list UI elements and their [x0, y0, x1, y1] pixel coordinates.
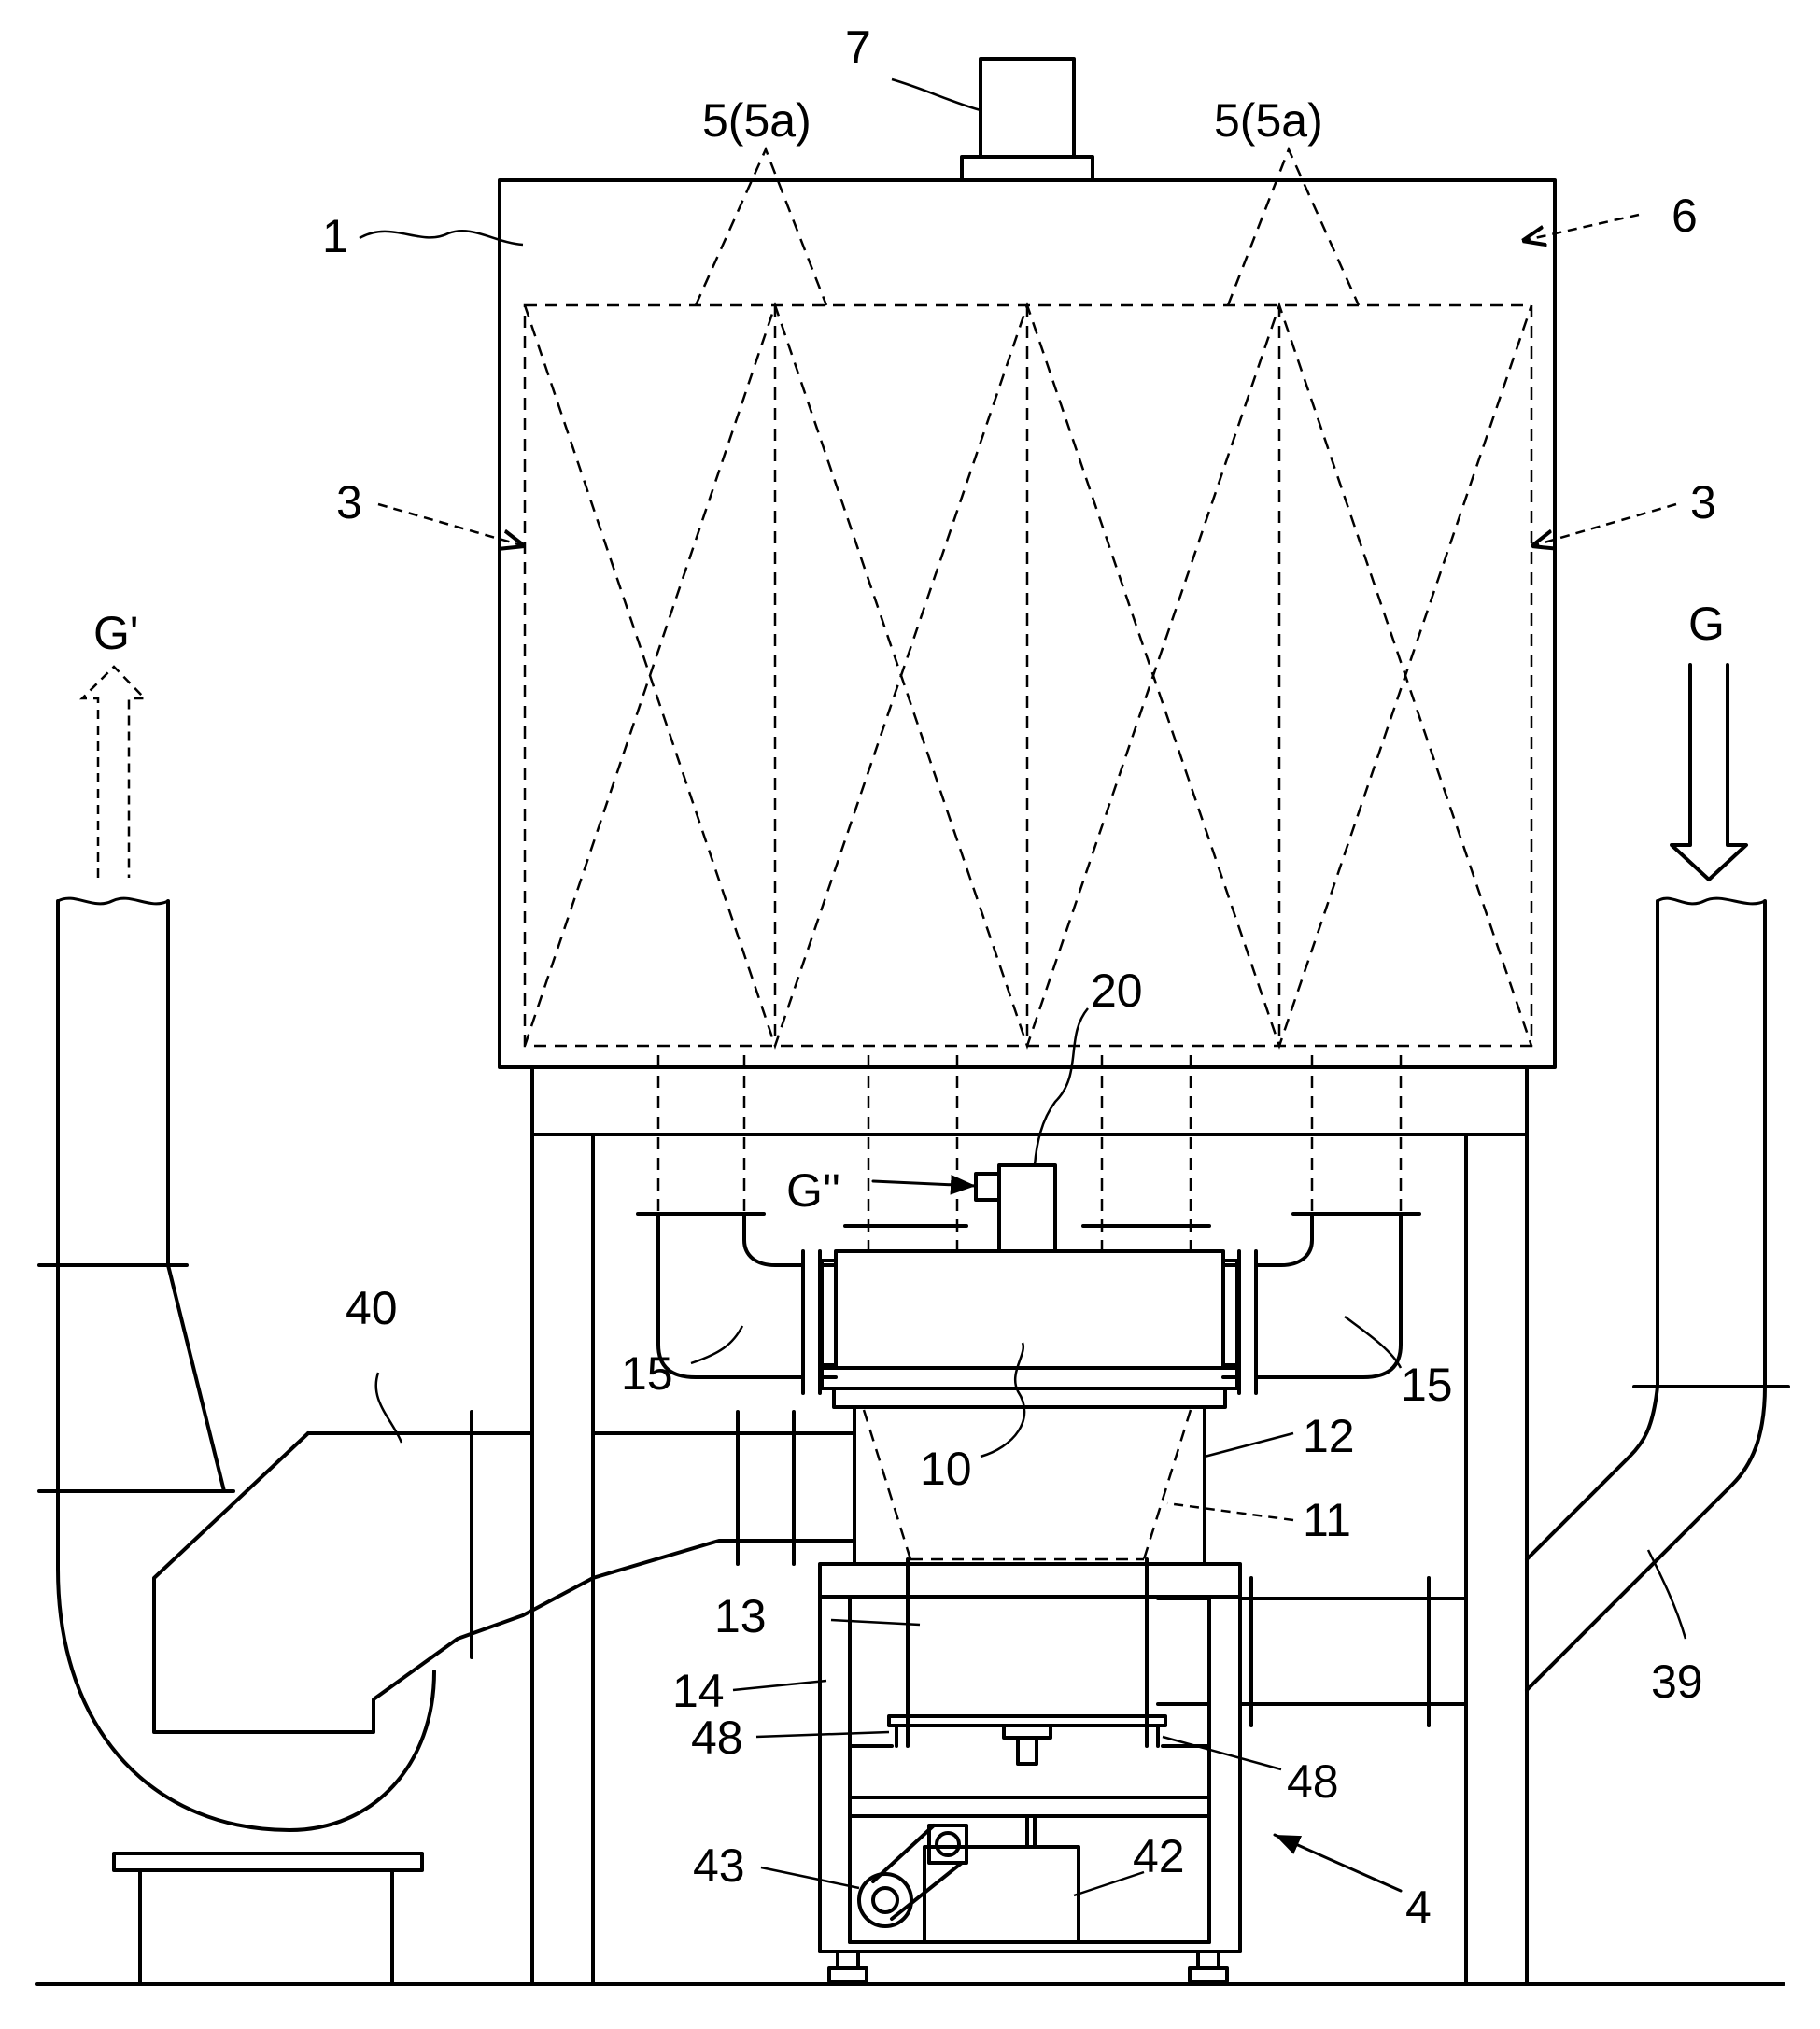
leader-10 — [981, 1343, 1024, 1457]
label-7: 7 — [845, 21, 871, 74]
blower-40 — [154, 1412, 854, 1732]
label-3-left: 3 — [336, 476, 362, 528]
leader-4 — [1275, 1835, 1401, 1891]
lower-outlet-duct — [1158, 1578, 1466, 1726]
nozzle-5a-right — [1228, 149, 1359, 305]
leader-15-left — [691, 1326, 742, 1363]
leader-48-left — [756, 1732, 889, 1737]
label-40: 40 — [346, 1282, 398, 1334]
exhaust-duct-left — [39, 898, 434, 1830]
leader-39 — [1648, 1550, 1686, 1639]
leader-12 — [1205, 1433, 1293, 1457]
collector-pipe-right — [1223, 1214, 1419, 1393]
motor-43 — [859, 1825, 966, 1926]
label-14: 14 — [672, 1665, 725, 1717]
motor-7 — [962, 59, 1093, 180]
label-1: 1 — [322, 210, 348, 262]
label-12: 12 — [1303, 1410, 1355, 1462]
gas-inlet-20 — [976, 1165, 1055, 1251]
leader-48-right — [1163, 1737, 1281, 1769]
hopper-12 — [854, 1407, 1205, 1564]
label-48-right: 48 — [1287, 1755, 1339, 1808]
lower-unit-4 — [820, 1564, 1240, 1981]
leader-6 — [1522, 215, 1639, 241]
label-15-right: 15 — [1401, 1359, 1453, 1411]
leader-11 — [1167, 1503, 1293, 1520]
label-3-right: 3 — [1690, 476, 1716, 528]
label-42: 42 — [1133, 1830, 1185, 1882]
blower-stand — [114, 1853, 422, 1984]
label-13: 13 — [714, 1590, 767, 1642]
discharge-chutes — [658, 1055, 1401, 1251]
label-20: 20 — [1091, 965, 1143, 1017]
label-11: 11 — [1303, 1494, 1351, 1546]
label-43: 43 — [693, 1839, 745, 1892]
leader-7 — [892, 79, 981, 110]
label-5a-right: 5(5a) — [1214, 94, 1323, 147]
leader-Gpp — [873, 1181, 976, 1186]
leader-43 — [761, 1867, 859, 1888]
label-48-left: 48 — [691, 1712, 743, 1764]
label-G: G — [1688, 598, 1725, 650]
label-6: 6 — [1672, 190, 1698, 242]
leader-20 — [1035, 1008, 1088, 1165]
label-39: 39 — [1651, 1656, 1703, 1708]
flow-arrow-G — [1672, 665, 1746, 880]
label-4: 4 — [1405, 1881, 1432, 1934]
leader-14 — [733, 1681, 826, 1690]
label-Gprime: G' — [93, 607, 138, 659]
separator-10 — [822, 1251, 1237, 1407]
leader-3-left — [378, 504, 525, 546]
label-10: 10 — [920, 1443, 972, 1495]
flow-arrow-Gprime — [82, 667, 145, 878]
filter-bank — [525, 305, 1531, 1046]
leader-15-right — [1345, 1317, 1401, 1368]
nozzle-5a-left — [696, 149, 826, 305]
label-5a-left: 5(5a) — [702, 94, 811, 147]
label-15-left: 15 — [621, 1347, 673, 1400]
label-Gpp: G'' — [786, 1164, 840, 1217]
